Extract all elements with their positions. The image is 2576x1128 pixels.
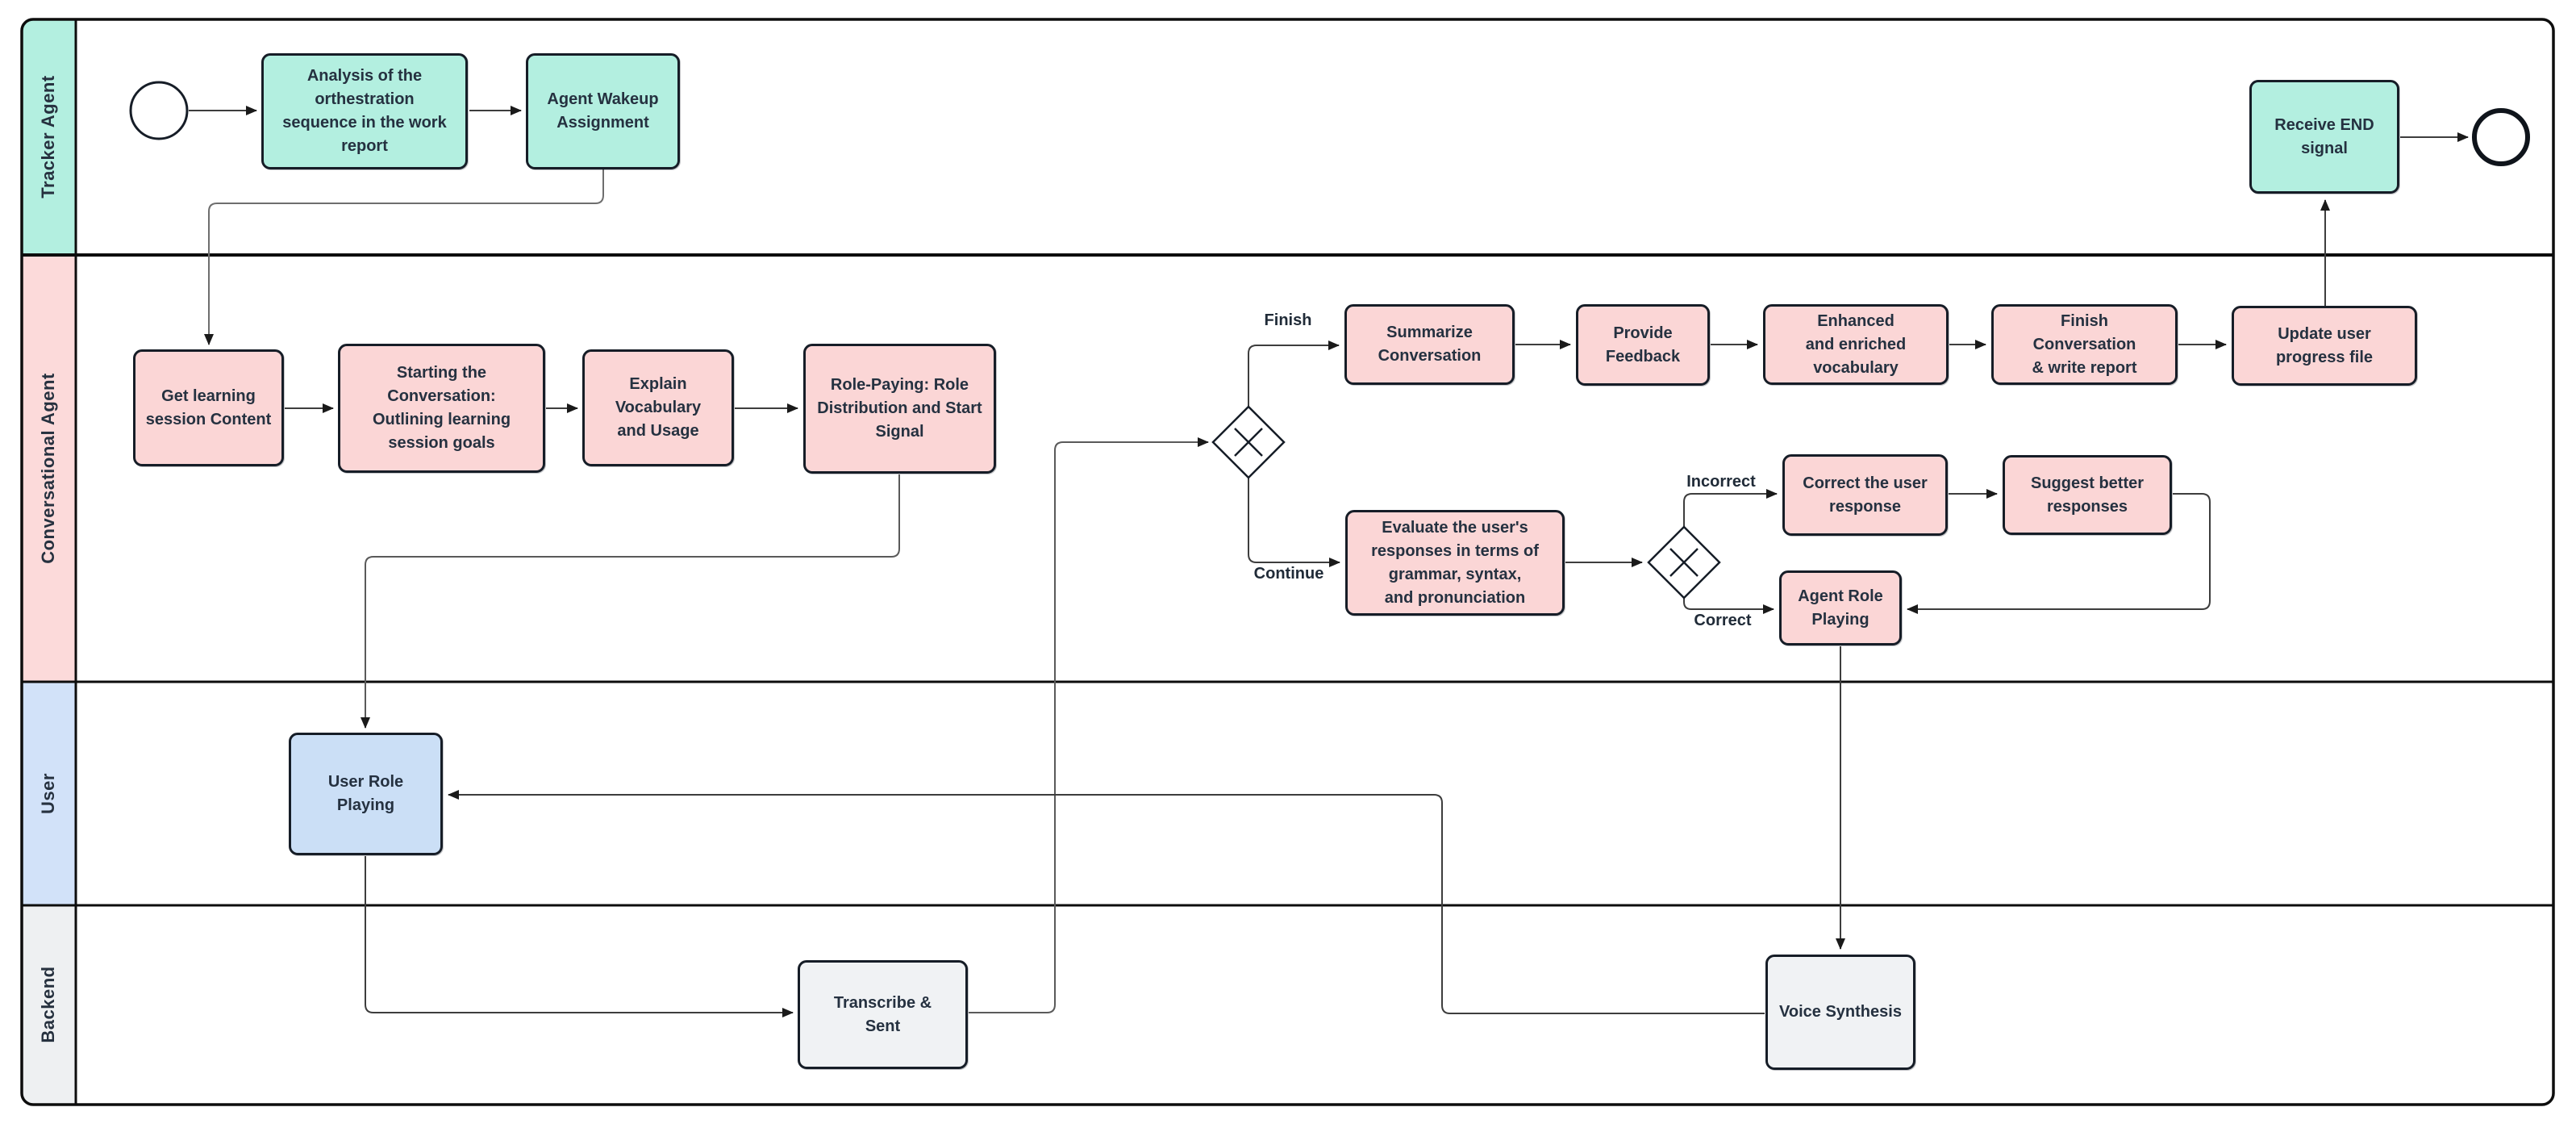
flow-voice-to-userrole	[448, 790, 1765, 1014]
edge-label-incorrect: Incorrect	[1686, 473, 1756, 491]
task-suggest-better-responses[interactable]: Suggest better responses	[2003, 455, 2172, 535]
edge-label-finish: Finish	[1264, 311, 1312, 329]
flow-gateway1-continue	[1248, 478, 1340, 567]
flow-suggest-to-agentrole	[1907, 493, 2211, 614]
flow-gateway2-correct	[1683, 598, 1774, 614]
task-analysis-orchestration[interactable]: Analysis of the orthestration sequence i…	[261, 53, 468, 169]
task-provide-feedback[interactable]: Provide Feedback	[1576, 304, 1710, 386]
task-agent-role-playing[interactable]: Agent Role Playing	[1779, 570, 1902, 645]
task-get-learning-session-content[interactable]: Get learning session Content	[133, 349, 284, 466]
gateway-correct-or-incorrect[interactable]	[1647, 525, 1721, 600]
lane-strip-user	[23, 682, 76, 905]
task-voice-synthesis[interactable]: Voice Synthesis	[1765, 955, 1915, 1070]
flow-gateway2-incorrect	[1683, 489, 1778, 527]
lane-label-tracker-agent: Tracker Agent	[38, 75, 58, 198]
start-event-circle[interactable]	[129, 81, 189, 140]
edge-label-continue: Continue	[1253, 565, 1324, 583]
task-user-role-playing[interactable]: User Role Playing	[289, 733, 443, 855]
lane-label-user: User	[38, 773, 58, 814]
flow-rolepaying-to-userrole	[361, 474, 900, 729]
gateway-finish-or-continue[interactable]	[1211, 405, 1286, 479]
task-starting-the-conversation[interactable]: Starting the Conversation: Outlining lea…	[338, 344, 545, 473]
lane-strip-backend	[23, 905, 76, 1104]
lane-label-conversational-agent: Conversational Agent	[38, 373, 58, 564]
task-correct-the-user-response[interactable]: Correct the user response	[1782, 454, 1948, 536]
task-role-paying-distribution-start-signal[interactable]: Role-Paying: Role Distribution and Start…	[803, 344, 996, 474]
task-finish-conversation-write-report[interactable]: Finish Conversation & write report	[1991, 304, 2178, 385]
task-update-user-progress-file[interactable]: Update user progress file	[2232, 306, 2417, 386]
lane-label-backend: Backend	[38, 966, 58, 1043]
task-transcribe-and-sent[interactable]: Transcribe & Sent	[798, 960, 968, 1069]
end-event-circle[interactable]	[2472, 108, 2530, 166]
task-receive-end-signal[interactable]: Receive END signal	[2249, 80, 2399, 194]
task-evaluate-user-responses[interactable]: Evaluate the user's responses in terms o…	[1345, 510, 1565, 616]
flow-gateway1-finish	[1248, 340, 1340, 406]
flow-userrole-to-transcribe	[365, 856, 794, 1017]
flow-wakeup-to-get	[204, 169, 604, 345]
edge-label-correct: Correct	[1694, 612, 1752, 629]
lane-strip-conversational	[23, 255, 76, 682]
lane-strip-tracker	[23, 20, 76, 255]
task-explain-vocabulary-and-usage[interactable]: Explain Vocabulary and Usage	[582, 349, 734, 466]
task-agent-wakeup-assignment[interactable]: Agent Wakeup Assignment	[526, 53, 680, 169]
task-summarize-conversation[interactable]: Summarize Conversation	[1344, 304, 1515, 385]
flow-transcribe-to-gateway1	[969, 437, 1209, 1013]
task-enhanced-and-enriched-vocabulary[interactable]: Enhanced and enriched vocabulary	[1763, 304, 1949, 385]
pool-border	[20, 18, 2555, 1106]
